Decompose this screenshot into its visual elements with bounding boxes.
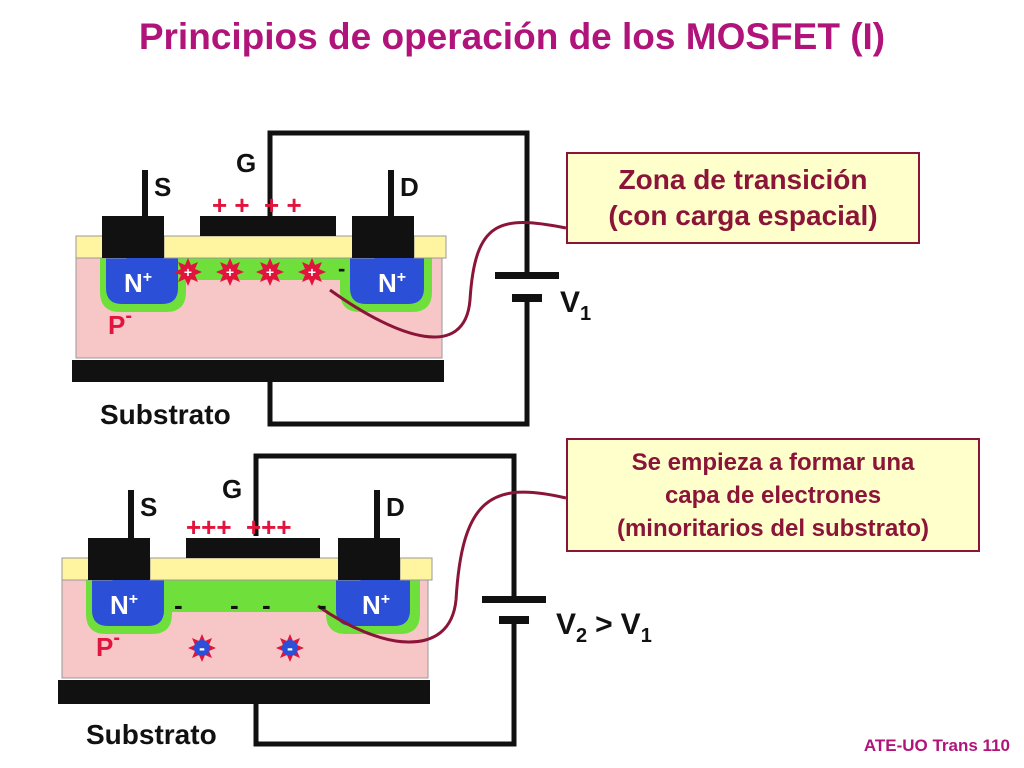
bottom-voltage-label: V2>V1 xyxy=(556,608,652,647)
top-callout-pointer xyxy=(329,221,567,339)
svg-text:+: + xyxy=(226,264,234,280)
top-drain-lead xyxy=(388,170,394,218)
bottom-gate-contact xyxy=(186,538,320,558)
top-gate-label: G xyxy=(236,148,256,178)
top-battery-long-plate xyxy=(495,272,559,279)
top-ion: + xyxy=(256,258,284,286)
top-drain-contact xyxy=(352,216,414,258)
svg-text:-: - xyxy=(287,638,293,658)
bottom-n-right-label: N+ xyxy=(362,590,390,620)
bottom-circuit-wire xyxy=(253,453,517,598)
top-n-region-left xyxy=(106,258,178,304)
bottom-callout-line: (minoritarios del substrato) xyxy=(616,515,930,542)
bottom-circuit-wire-return xyxy=(253,622,517,747)
svg-text:+: + xyxy=(308,264,316,280)
top-ion: + xyxy=(174,258,202,286)
top-voltage-label: V1 xyxy=(560,286,591,325)
bottom-oxide-right xyxy=(399,557,433,581)
top-p-label: P- xyxy=(108,305,132,340)
top-circuit-wire xyxy=(267,130,530,276)
bottom-electron: - xyxy=(276,634,304,662)
bottom-channel-minus: - xyxy=(318,590,327,620)
top-callout-line: Zona de transición xyxy=(618,164,868,195)
bottom-source-contact xyxy=(88,538,150,580)
bottom-callout-line: capa de electrones xyxy=(664,482,882,509)
top-channel-minus: - xyxy=(338,256,345,281)
top-ion: + xyxy=(298,258,326,286)
bottom-n-left-label: N+ xyxy=(110,590,138,620)
top-n-right-label: N+ xyxy=(378,268,406,298)
bottom-substrate-label: Substrato xyxy=(86,719,217,750)
bottom-channel-minus: - xyxy=(262,590,271,620)
top-mosfet: + + + + G S D + + + + - N+ N+ P- Substra… xyxy=(72,130,591,430)
svg-text:+: + xyxy=(184,264,192,280)
slide-footer: ATE-UO Trans 110 xyxy=(863,736,1010,755)
top-n-left-label: N+ xyxy=(124,268,152,298)
bottom-gate-label: G xyxy=(222,474,242,504)
top-source-lead xyxy=(142,170,148,218)
bottom-callout-pointer xyxy=(317,490,567,644)
top-substrate-label: Substrato xyxy=(100,399,231,430)
top-drain-label: D xyxy=(400,172,419,202)
bottom-n-region-left xyxy=(92,580,164,626)
bottom-gate-charges: +++ +++ xyxy=(186,512,292,542)
bottom-callout-box: Se empieza a formar una capa de electron… xyxy=(566,438,980,552)
bottom-battery-long-plate xyxy=(482,596,546,603)
top-substrate-contact xyxy=(72,360,444,382)
svg-text:-: - xyxy=(199,638,205,658)
bottom-substrate-contact xyxy=(58,680,430,704)
top-circuit-wire-return xyxy=(267,300,530,427)
bottom-channel-minus: - xyxy=(230,590,239,620)
top-oxide-right xyxy=(413,235,447,259)
top-battery-short-plate xyxy=(512,294,542,302)
top-n-region-right xyxy=(350,258,424,304)
bottom-source-label: S xyxy=(140,492,157,522)
bottom-n-region-right xyxy=(336,580,410,626)
bottom-p-label: P- xyxy=(96,627,120,662)
page-title: Principios de operación de los MOSFET (I… xyxy=(138,16,886,57)
top-callout-line: (con carga espacial) xyxy=(608,200,878,231)
bottom-battery-short-plate xyxy=(499,616,529,624)
top-gate-contact xyxy=(200,216,336,236)
top-source-contact-cap xyxy=(126,236,164,258)
bottom-callout-line: Se empieza a formar una xyxy=(631,449,915,476)
top-gate-charges: + + + + xyxy=(212,190,302,220)
bottom-drain-label: D xyxy=(386,492,405,522)
top-oxide-center xyxy=(163,235,375,259)
bottom-source-lead xyxy=(128,490,134,540)
bottom-mosfet: - - G S D +++ +++ - - - - N+ N+ P- Subst… xyxy=(58,453,652,750)
bottom-oxide-center xyxy=(149,557,361,581)
bottom-channel-minus: - xyxy=(174,590,183,620)
bottom-drain-lead xyxy=(374,490,380,540)
bottom-drain-contact xyxy=(338,538,400,580)
svg-text:+: + xyxy=(266,264,274,280)
top-callout-box: Zona de transición (con carga espacial) xyxy=(566,152,920,244)
top-ion: + xyxy=(216,258,244,286)
top-source-label: S xyxy=(154,172,171,202)
bottom-electron: - xyxy=(188,634,216,662)
bottom-depletion-channel xyxy=(172,580,326,612)
